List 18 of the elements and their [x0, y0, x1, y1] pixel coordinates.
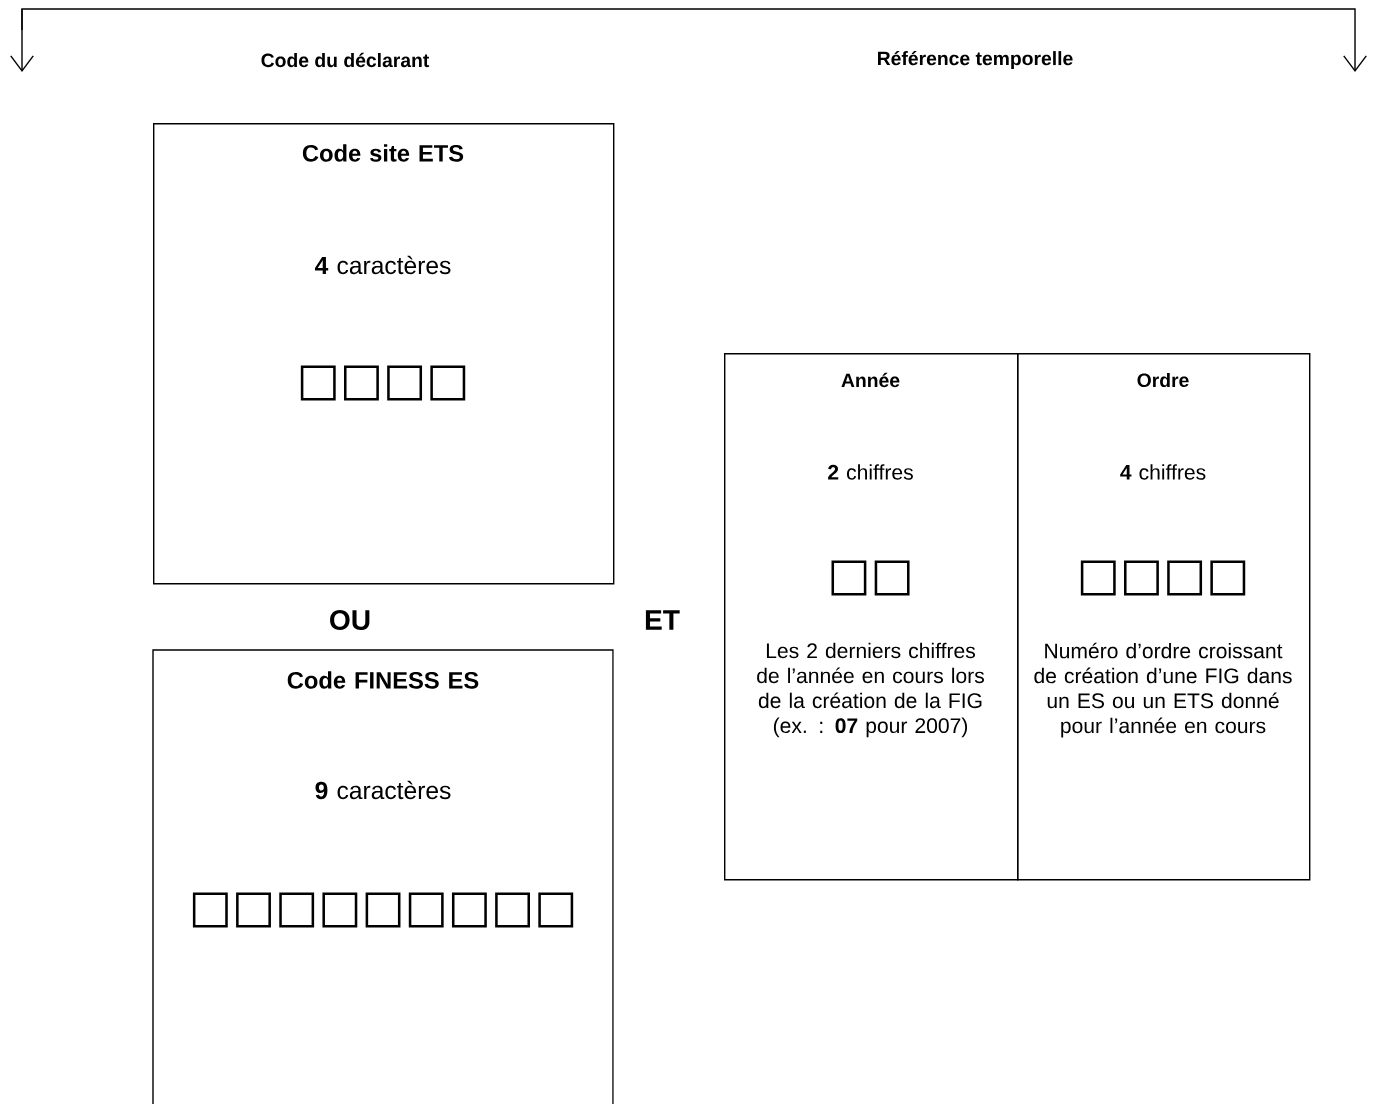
character-boxes: □□□□□□□□□ [192, 892, 574, 928]
column-heading: Code du déclarant [261, 52, 430, 68]
digit-count: 2 chiffres [828, 464, 913, 480]
digit-count: 9 caractères [315, 780, 451, 800]
description-text: Numéro d’ordre croissant de création d’une FIG dans un ES ou un ETS donné pour l’année en cours [1034, 642, 1292, 738]
digit-count: 4 chiffres [1120, 464, 1206, 480]
conjunction-label: OU [330, 610, 370, 630]
character-boxes: □□□□ [300, 365, 466, 401]
digit-count: 4 caractères [315, 255, 451, 275]
heading: Année [841, 372, 900, 388]
conjunction-label: ET [645, 610, 680, 630]
column-heading: Référence temporelle [878, 50, 1073, 70]
heading: Code site ETS [302, 144, 464, 162]
heading: Code FINESS ES [287, 671, 479, 689]
description-text: Les 2 derniers chiffres de l’année en cours lors de la création de la FIG (ex. : 07 pour 2007) [757, 642, 984, 738]
heading: Ordre [1137, 372, 1189, 388]
character-boxes: □□□□ [1080, 560, 1246, 596]
character-boxes: □□ [831, 560, 910, 596]
